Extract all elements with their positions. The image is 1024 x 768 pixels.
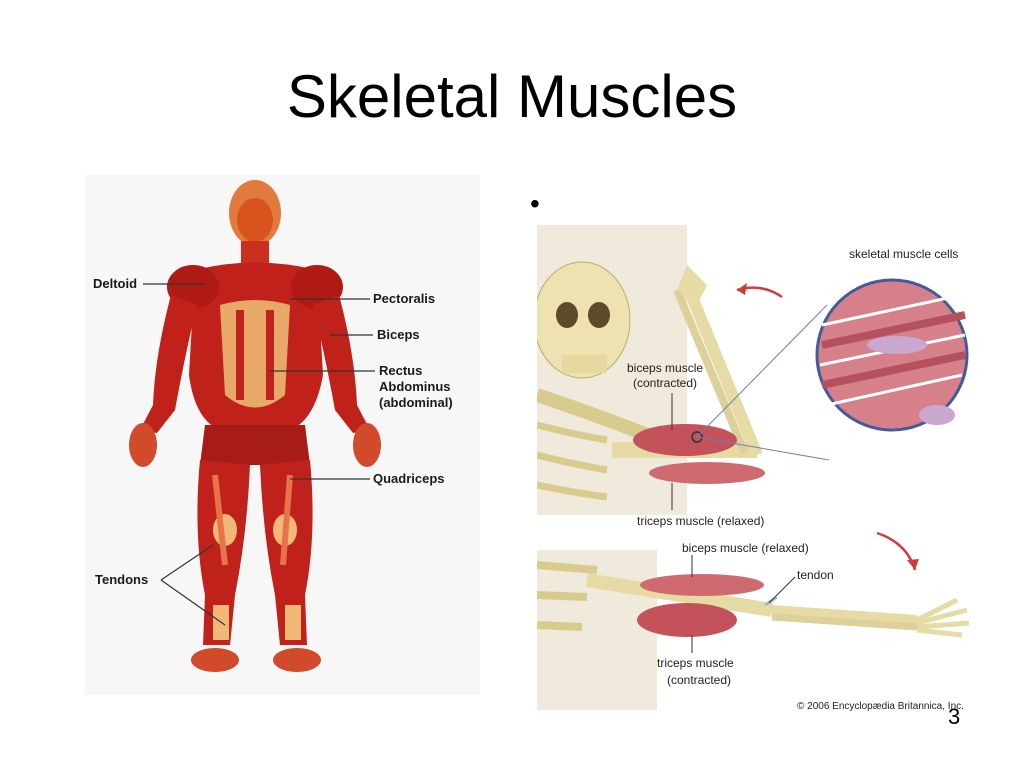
body-illustration — [129, 180, 381, 672]
label-pectoralis: Pectoralis — [373, 291, 435, 306]
flexed-arm-illustration — [537, 225, 783, 515]
label-abdominus: Abdominus — [379, 379, 451, 394]
label-rectus: Rectus — [379, 363, 422, 378]
muscular-system-figure: Deltoid Pectoralis Biceps Rectus Abdomin… — [85, 175, 480, 695]
label-triceps-contracted-2: (contracted) — [667, 673, 731, 687]
slide-title: Skeletal Muscles — [286, 63, 738, 130]
label-triceps-relaxed: triceps muscle (relaxed) — [637, 514, 764, 528]
label-quadriceps: Quadriceps — [373, 471, 445, 486]
label-biceps-relaxed: biceps muscle (relaxed) — [682, 541, 809, 555]
label-biceps: Biceps — [377, 327, 420, 342]
label-triceps-contracted-1: triceps muscle — [657, 656, 734, 670]
right-leader-lines — [671, 393, 796, 653]
label-tendons: Tendons — [95, 572, 148, 587]
slide-number: 3 — [948, 704, 961, 729]
label-deltoid: Deltoid — [93, 276, 137, 291]
bullet-point: • — [530, 188, 540, 219]
label-tendon: tendon — [797, 568, 834, 582]
leader-lines — [143, 283, 375, 626]
label-skeletal-muscle-cells: skeletal muscle cells — [849, 247, 958, 261]
label-biceps-contracted-2: (contracted) — [633, 376, 697, 390]
muscle-cells-magnified — [696, 278, 969, 461]
label-abdominal: (abdominal) — [379, 395, 453, 410]
arm-muscle-diagram: skeletal muscle cells biceps muscle (con… — [537, 225, 995, 717]
extended-arm-illustration — [537, 531, 970, 710]
copyright-notice: © 2006 Encyclopædia Britannica, Inc. — [797, 701, 964, 712]
label-biceps-contracted-1: biceps muscle — [627, 361, 703, 375]
